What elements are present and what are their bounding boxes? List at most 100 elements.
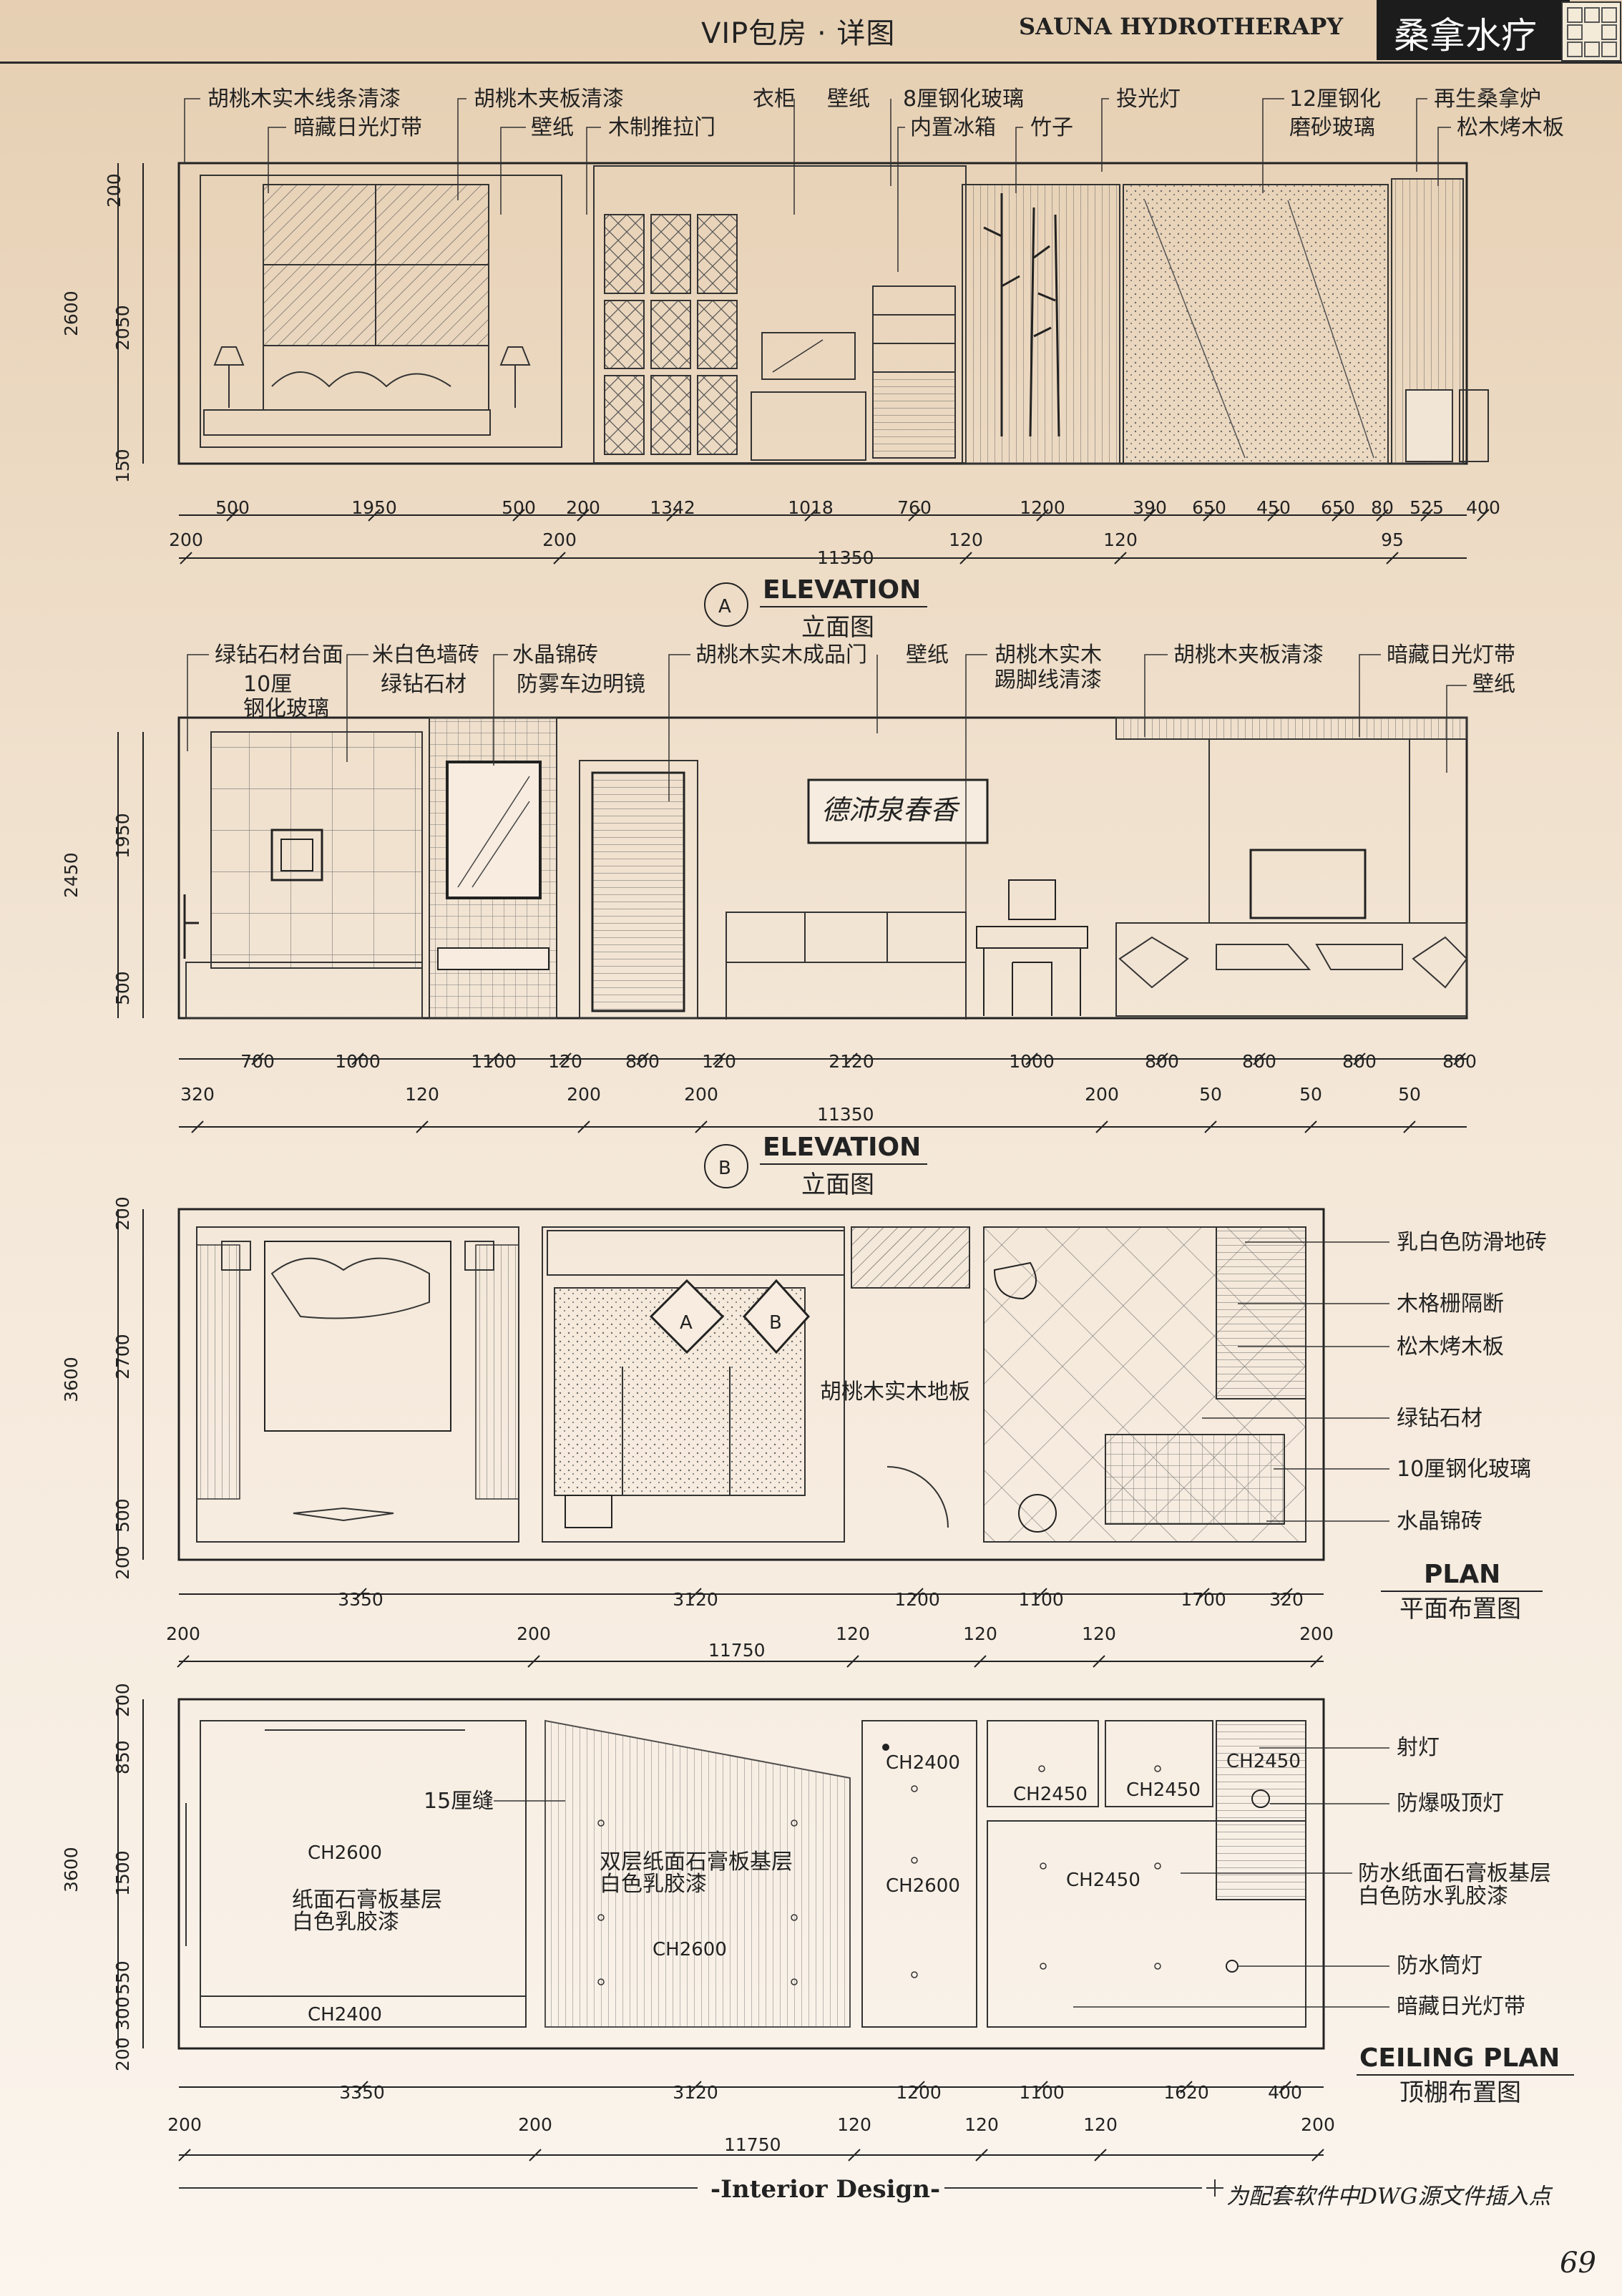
dimension-tick (354, 1588, 367, 1601)
dimension-label: 200 (1299, 1623, 1334, 1644)
callout-plan-wood-grille: 木格栅隔断 (1397, 1291, 1504, 1316)
callout-b-walnut-door: 胡桃木实木成品门 (695, 643, 867, 668)
dimension-tick (577, 1120, 590, 1133)
brand-logo-icon (1561, 1, 1621, 62)
elevation-a-title-cn: 立面图 (801, 613, 874, 642)
elevation-b-title-cn: 立面图 (801, 1171, 874, 1199)
vdim-b-1950: 1950 (112, 813, 133, 859)
ceil-label-15mm-gap: 15厘缝 (424, 1789, 494, 1814)
elevation-a-marker: A (718, 596, 731, 617)
dimension-label: 120 (1082, 1623, 1116, 1644)
header-divider (0, 62, 1622, 64)
dimension-tick (1035, 2081, 1048, 2094)
dimension-label: 1700 (1181, 1589, 1226, 1610)
callout-a-floodlight: 投光灯 (1116, 87, 1181, 112)
elevation-b-total: 11350 (817, 1104, 874, 1125)
dimension-tick (1310, 1655, 1323, 1668)
dimension-tick (911, 1588, 924, 1601)
callout-b-hidden-light: 暗藏日光灯带 (1387, 643, 1515, 668)
dimension-label: 200 (518, 2114, 552, 2135)
vdim-plan-200b: 200 (112, 1545, 133, 1580)
dimension-label: 3120 (673, 2082, 718, 2103)
dimension-label: 400 (1268, 2082, 1302, 2103)
dimension-tick (351, 1052, 364, 1065)
dimension-label: 2120 (829, 1051, 874, 1072)
ceiling-title-en: CEILING PLAN (1359, 2043, 1560, 2073)
dimension-tick (1143, 509, 1156, 522)
elevation-b: 德沛泉春香 2450 1950 500 (61, 716, 1468, 1128)
ceiling-labels: CH2600 纸面石膏板基层 白色乳胶漆 CH2400 15厘缝 双层纸面石膏板… (292, 1735, 1551, 2026)
callout-a-sauna-stove: 再生桑拿炉 (1434, 87, 1541, 112)
ceil-label-gypsum: 纸面石膏板基层 (292, 1887, 442, 1912)
dimension-label: 1620 (1163, 2082, 1209, 2103)
dimension-tick (1093, 1655, 1105, 1668)
vdim-ceil-200b: 200 (112, 2037, 133, 2071)
footer-interior-design: -Interior Design- (710, 2175, 941, 2204)
dimension-label: 120 (702, 1051, 736, 1072)
callout-plan-floor-tile: 乳白色防滑地砖 (1397, 1230, 1547, 1255)
callout-ceil-downlight: 防水筒灯 (1397, 1953, 1482, 1978)
callout-ceil-waterproof-gypsum: 防水纸面石膏板基层 (1358, 1861, 1551, 1886)
plan-section-marker-a: A (680, 1312, 693, 1334)
dimension-tick (1095, 1120, 1108, 1133)
plan-callouts: 乳白色防滑地砖 木格栅隔断 松木烤木板 绿钻石材 10厘钢化玻璃 水晶锦砖 (1202, 1230, 1547, 1534)
plan-floor-label: 胡桃木实木地板 (820, 1379, 970, 1405)
dimension-tick (666, 509, 679, 522)
dimension-label: 1200 (894, 1589, 940, 1610)
vdim-ceil-200a: 200 (112, 1683, 133, 1717)
footer-note: 为配套软件中DWG源文件插入点 (1226, 2184, 1551, 2209)
callout-b-10mm: 10厘 (243, 672, 292, 697)
dimension-label: 120 (837, 2114, 871, 2135)
ceiling-total: 11750 (724, 2134, 781, 2155)
dimension-label: 200 (167, 2114, 202, 2135)
callout-b-wallpaper-1: 壁纸 (906, 643, 949, 668)
vdim-ceil-850: 850 (112, 1740, 133, 1774)
dimension-label: 200 (1085, 1084, 1119, 1105)
callout-a-wallpaper-1: 壁纸 (531, 115, 574, 140)
floor-plan: A B 胡桃木实木地板 200 3600 2700 500 200 (61, 1196, 1325, 1662)
dimension-tick (908, 509, 921, 522)
callout-ceil-hidden-light: 暗藏日光灯带 (1397, 1994, 1525, 2019)
dimension-tick (912, 2081, 925, 2094)
callout-a-12mm-glass: 12厘钢化 (1289, 87, 1381, 112)
vdim-a-2600: 2600 (61, 290, 82, 336)
ceil-label-double-gypsum: 双层纸面石膏板基层 (600, 1850, 793, 1875)
dimension-tick (527, 1655, 540, 1668)
vdim-plan-3600: 3600 (61, 1357, 82, 1402)
ceil-label-ch2450-c: CH2450 (1066, 1870, 1140, 1891)
callout-a-wallpaper-2: 壁纸 (827, 87, 870, 112)
dimension-tick (1304, 1120, 1317, 1133)
dimension-tick (191, 1120, 204, 1133)
callout-b-tempered-glass: 钢化玻璃 (243, 696, 329, 721)
callout-a-hidden-light: 暗藏日光灯带 (293, 115, 422, 140)
vdim-b-2450: 2450 (61, 852, 82, 898)
dimension-tick (975, 2149, 988, 2161)
dimension-tick (1156, 1052, 1168, 1065)
ceil-label-ch2400-room: CH2400 (308, 2004, 382, 2026)
dimension-tick (356, 2081, 368, 2094)
dimension-tick (845, 1052, 858, 1065)
dimension-label: 1200 (896, 2082, 942, 2103)
dimension-label: 50 (1199, 1084, 1222, 1105)
dimension-tick (846, 1655, 859, 1668)
dimension-label: 1000 (335, 1051, 381, 1072)
vdim-plan-2700: 2700 (112, 1334, 133, 1379)
callout-plan-mosaic: 水晶锦砖 (1397, 1509, 1482, 1534)
dimension-label: 120 (949, 529, 983, 550)
dimension-label: 200 (684, 1084, 718, 1105)
callout-plan-green-stone: 绿钻石材 (1397, 1406, 1482, 1431)
dimension-tick (848, 2149, 861, 2161)
vdim-plan-200a: 200 (112, 1196, 133, 1231)
dimension-tick (487, 1052, 500, 1065)
callout-b-green-stone: 绿钻石材 (381, 672, 466, 697)
vdim-b-500: 500 (112, 971, 133, 1005)
dimension-label: 1100 (471, 1051, 517, 1072)
vdim-ceil-300: 300 (112, 1996, 133, 2031)
dimension-label: 200 (567, 1084, 601, 1105)
dimension-tick (1311, 2149, 1324, 2161)
